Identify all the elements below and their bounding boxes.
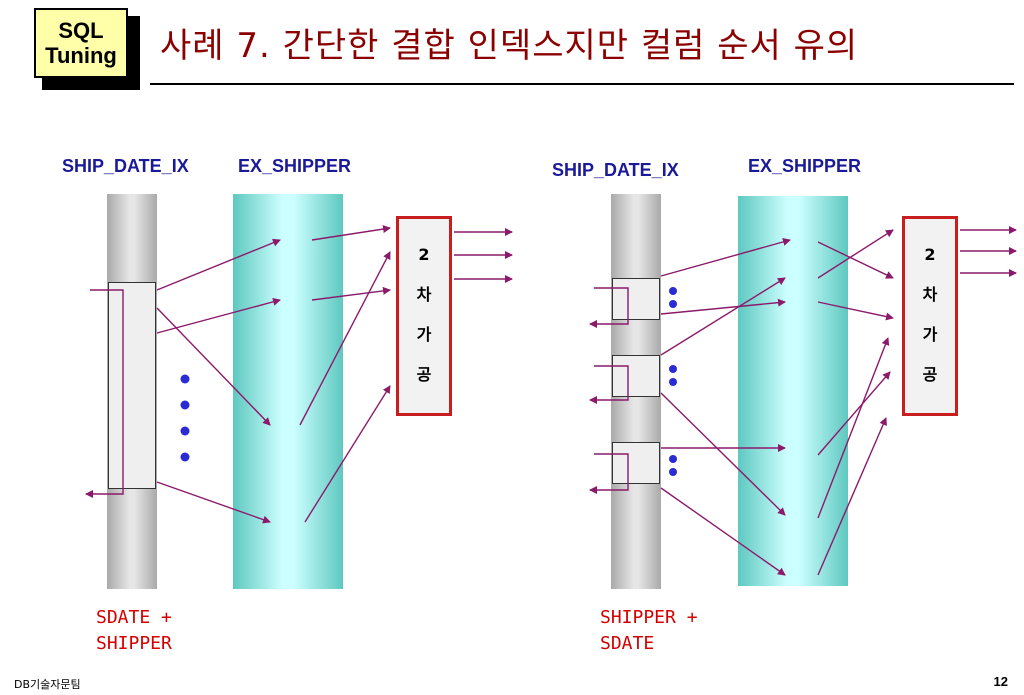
right-arrow-2 — [660, 298, 786, 315]
right-table-label: EX_SHIPPER — [748, 156, 862, 176]
left-scan-path — [85, 289, 124, 498]
left-arrow-1 — [156, 238, 281, 291]
right-process-line-4: 공 — [922, 365, 938, 384]
left-table-column — [233, 194, 343, 589]
right-index-label: SHIP_DATE_IX — [552, 160, 679, 180]
right-arrow-3 — [660, 277, 786, 356]
logo-face: SQL Tuning — [34, 8, 128, 78]
footer-team-label: DB기술자문팀 — [14, 678, 81, 691]
right-index-range-box-1 — [612, 278, 660, 320]
right-arrow-9 — [817, 301, 894, 321]
right-process-line-3: 가 — [922, 325, 938, 344]
right-ellipsis-dot-6 — [669, 468, 677, 476]
right-ellipsis-dot-1 — [669, 287, 677, 295]
left-arrow-2 — [156, 297, 281, 334]
left-process-line-3: 가 — [416, 325, 432, 344]
left-table-label: EX_SHIPPER — [238, 156, 352, 176]
right-arrow-10 — [817, 371, 891, 456]
right-arrow-12 — [817, 417, 887, 576]
right-process-box: 2 차 가 공 — [902, 216, 958, 416]
left-arrow-8 — [304, 385, 391, 523]
right-arrow-1 — [660, 238, 791, 277]
right-ellipsis-dot-4 — [669, 378, 677, 386]
right-arrow-8 — [817, 229, 894, 279]
left-process-line-2: 차 — [416, 285, 432, 304]
left-arrow-3 — [156, 307, 271, 426]
left-footer-line2: SHIPPER — [96, 633, 172, 654]
left-arrow-6 — [311, 286, 391, 301]
left-process-box: 2 차 가 공 — [396, 216, 452, 416]
left-process-line-1: 2 — [418, 245, 430, 264]
right-ellipsis-dot-2 — [669, 300, 677, 308]
left-ellipsis-dot-2 — [180, 400, 190, 410]
left-index-range-box — [108, 282, 156, 489]
page-title: 사례 7. 간단한 결합 인덱스지만 컬럼 순서 유의 — [160, 26, 859, 66]
right-index-range-box-3 — [612, 442, 660, 484]
left-footer-line1: SDATE + — [96, 607, 172, 628]
logo-line2: Tuning — [45, 43, 117, 68]
left-arrow-5 — [311, 225, 391, 241]
left-index-label: SHIP_DATE_IX — [62, 156, 189, 176]
right-scan-path-2 — [589, 365, 629, 404]
sql-tuning-logo: SQL Tuning — [34, 8, 140, 90]
left-arrow-7 — [299, 251, 391, 426]
page-number: 12 — [993, 674, 1008, 689]
right-ellipsis-dot-5 — [669, 455, 677, 463]
right-process-line-2: 차 — [922, 285, 938, 304]
right-index-range-box-2 — [612, 355, 660, 397]
right-scan-path-1 — [589, 287, 629, 328]
title-divider — [150, 83, 1014, 85]
left-ellipsis-dot-3 — [180, 426, 190, 436]
right-footer-line1: SHIPPER + — [600, 607, 698, 628]
right-footer-line2: SDATE — [600, 633, 655, 654]
right-table-column — [738, 196, 848, 586]
right-ellipsis-dot-3 — [669, 365, 677, 373]
left-process-line-4: 공 — [416, 365, 432, 384]
left-ellipsis-dot-1 — [180, 374, 190, 384]
left-ellipsis-dot-4 — [180, 452, 190, 462]
right-arrow-11 — [817, 337, 890, 519]
right-process-line-1: 2 — [924, 245, 936, 264]
right-arrow-7 — [817, 241, 894, 279]
left-arrow-4 — [156, 481, 271, 524]
logo-line1: SQL — [58, 18, 104, 43]
right-arrow-6 — [660, 487, 786, 576]
right-arrow-4 — [660, 392, 786, 516]
right-scan-path-3 — [589, 453, 629, 494]
